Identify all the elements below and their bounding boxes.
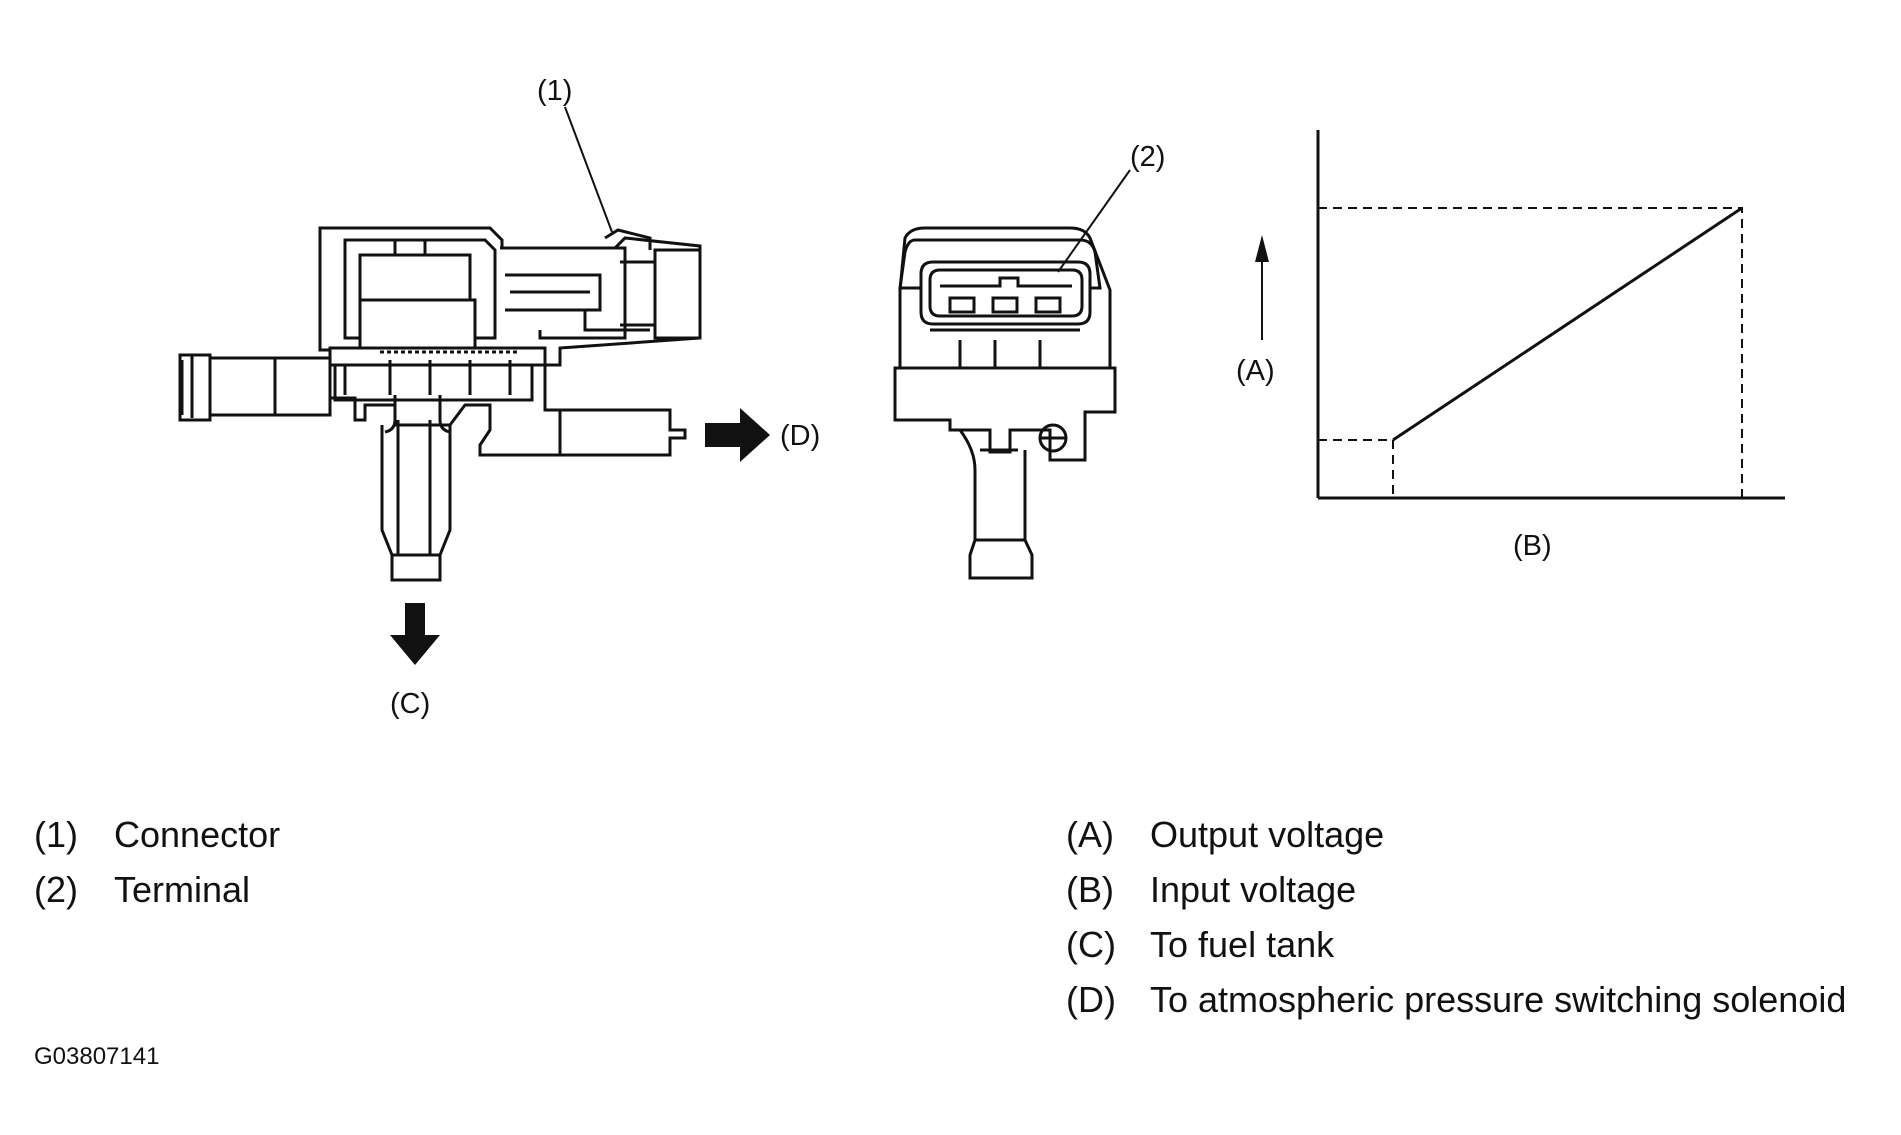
sensor-side-view [178,226,702,582]
leader-line-1 [564,106,613,233]
legend-text: To fuel tank [1150,924,1335,965]
legend-key: (2) [34,869,78,910]
figure-id: G03807141 [34,1043,160,1070]
legend-key: (A) [1066,814,1114,855]
sensor-diagram: (1) (2) (A) (B) (C) (D) [178,75,1785,720]
callout-2: (2) [1130,141,1165,173]
legend-key: (C) [1066,924,1116,965]
legend-labels: (A) Output voltage (B) Input voltage (C)… [1066,814,1901,1034]
callout-a: (A) [1236,355,1275,387]
callout-d: (D) [780,420,820,452]
graph-dashed-bottom [1318,439,1394,498]
legend-parts: (1) Connector (2) Terminal [34,814,534,934]
legend-text: To atmospheric pressure switching soleno… [1150,979,1847,1020]
legend-text: Input voltage [1150,869,1357,910]
legend-text: Connector [114,814,281,855]
graph-line [1392,206,1743,442]
callout-c: (C) [390,688,430,720]
callout-1: (1) [537,75,572,107]
callout-b: (B) [1513,530,1552,562]
legend-text: Terminal [114,869,251,910]
legend-key: (1) [34,814,78,855]
legend-key: (D) [1066,979,1116,1020]
arrow-down-icon [390,603,440,665]
leader-line-2 [1057,169,1131,273]
sensor-front-view [893,226,1117,580]
voltage-graph [1255,130,1785,500]
arrow-right-icon [705,408,770,462]
legend-text: Output voltage [1150,814,1385,855]
legend-key: (B) [1066,869,1114,910]
